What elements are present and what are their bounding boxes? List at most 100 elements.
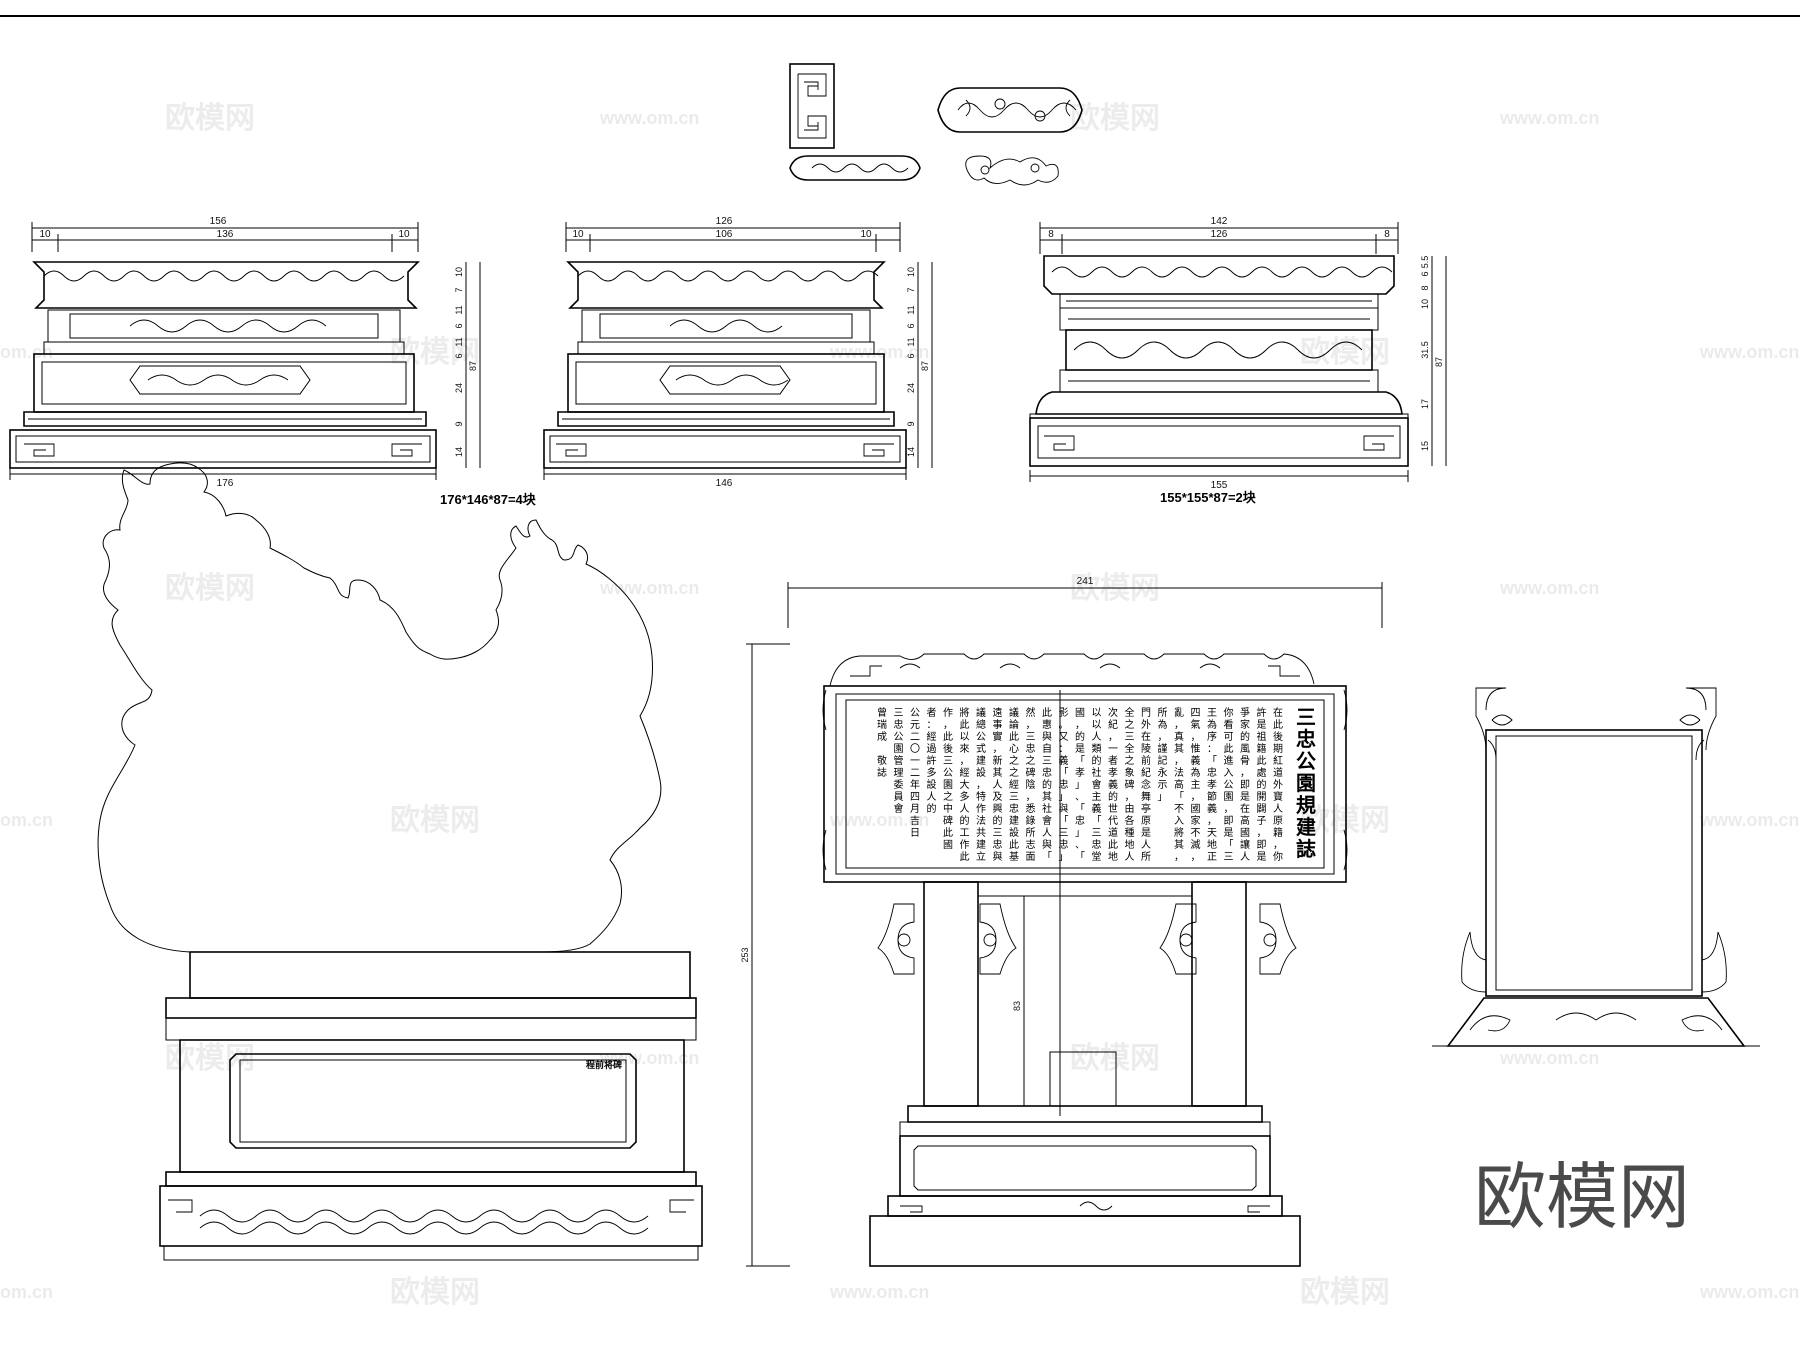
side-view-drawing [1432, 687, 1760, 1047]
bracket-icon [877, 903, 1297, 975]
dims-right-labels: 5.5 6 8 10 31.5 17 15 87 [1420, 256, 1444, 451]
base-right-drawing: 142 8 126 8 155 5.5 6 8 10 31.5 17 15 [1029, 216, 1447, 505]
dim-sign-height: 253 [740, 947, 750, 962]
dim-bottom: 146 [716, 478, 733, 489]
dim-right-6: 24 [454, 383, 464, 393]
dim-top-margin-right: 8 [1384, 229, 1390, 240]
sign-title-char: 公 [1296, 749, 1316, 773]
dims-right-labels: 10 7 11 6 11 6 24 9 14 87 [454, 267, 478, 457]
signboard-drawing: 241 253 三 忠 公 園 規 建 誌 在此後期紅道外寶人原籍，你許是祖籍此… [740, 576, 1383, 1267]
dim-top-margin-right: 10 [398, 229, 410, 240]
dim-right-2: 11 [906, 305, 916, 314]
dim-top-total: 156 [210, 216, 227, 227]
dim-right-1: 6 [1420, 271, 1430, 276]
sign-title-char: 忠 [1296, 727, 1316, 751]
dim-right-6: 15 [1420, 441, 1430, 451]
watermark-text: 欧模网 [1300, 1275, 1390, 1310]
signboard-title: 三 忠 公 園 規 建 誌 [1296, 705, 1316, 861]
inscription-column: 此惠與自三忠的其社會人與「 [1042, 706, 1052, 863]
inscription-column: 議論此心之之經三忠建設此基 [1009, 706, 1019, 863]
watermark-text: 欧模网 [165, 1041, 255, 1076]
dim-right-4: 31.5 [1420, 341, 1430, 359]
base-quantity-caption: 155*155*87=2块 [1160, 490, 1257, 505]
inscription-column: 許是祖籍此處的開闢子，即是 [1257, 706, 1267, 863]
fret-motif-icon [789, 63, 835, 149]
dim-top-inner: 106 [716, 229, 733, 240]
monument-plate-label: 程前将碑 [586, 1059, 622, 1071]
sign-title-char: 規 [1296, 793, 1316, 817]
watermark-text: 欧模网 [165, 101, 255, 136]
dim-right-7: 9 [454, 421, 464, 426]
watermark-url: www.om.cn [1499, 108, 1599, 128]
dim-right-0: 10 [906, 267, 916, 277]
sign-title-char: 三 [1296, 705, 1316, 729]
dim-top-margin-left: 8 [1048, 229, 1054, 240]
inscription-column: 將此以來，經大多人的工作此 [960, 706, 970, 863]
dims-right-labels: 10 7 11 6 11 6 24 9 14 87 [906, 267, 930, 457]
watermark-url: www.om.cn [1499, 1048, 1599, 1068]
dim-bottom: 176 [217, 478, 234, 489]
watermark-url: www.om.cn [599, 108, 699, 128]
dim-right-1: 7 [454, 287, 464, 292]
watermark-text: 欧模网 [1070, 1041, 1160, 1076]
inscription-column: 影。又：義「忠」與「三忠」 [1059, 707, 1069, 863]
dim-right-5: 17 [1420, 399, 1430, 409]
watermark-url: om.cn [0, 1282, 53, 1302]
inscription-column: 所為，謹記永示」 [1158, 707, 1168, 803]
dim-bottom: 155 [1211, 480, 1228, 491]
watermark-url: om.cn [0, 810, 53, 830]
watermark-text: 欧模网 [1070, 101, 1160, 136]
watermark-url: www.om.cn [1699, 810, 1799, 830]
inscription-column: 然，三忠之碑陰，悉錄所志面 [1026, 706, 1036, 863]
watermark-url: www.om.cn [829, 342, 929, 362]
cloud-scroll-icon [965, 155, 1059, 186]
dim-right-8: 14 [906, 447, 916, 457]
small-cartouche-icon [789, 155, 921, 181]
inscription-column: 國，的是「孝」、「忠」、「 [1075, 707, 1085, 863]
inscription-column: 三忠公園管理委員會 [894, 708, 904, 815]
signboard-inscription: 在此後期紅道外寶人原籍，你許是祖籍此處的開闢子，即是爭家的風骨，即是在高國讓人你… [877, 706, 1283, 863]
watermark-text: 欧模网 [165, 571, 255, 606]
inscription-column: 王為序：「忠孝節義，天地正 [1207, 708, 1217, 863]
inscription-column: 全之三全之象碑，由各種地人 [1125, 706, 1135, 863]
watermark-text: 欧模网 [1300, 335, 1390, 370]
inscription-column: 你看可此進入公園，即是「三 [1224, 706, 1234, 863]
dim-post: 83 [1012, 1001, 1022, 1011]
scroll-cartouche-icon [937, 87, 1083, 133]
dim-right-3: 6 [454, 323, 464, 328]
dim-right-4: 11 [906, 337, 916, 346]
dim-right-2: 8 [1420, 285, 1430, 290]
watermark-url: www.om.cn [1699, 1282, 1799, 1302]
dim-top-margin-left: 10 [39, 229, 51, 240]
watermark-url: www.om.cn [599, 1048, 699, 1068]
dim-right-total: 87 [1434, 357, 1444, 367]
ornament-samples [789, 63, 1083, 186]
inscription-column: 亂，真其，法高「不入將其， [1174, 707, 1184, 863]
dim-sign-width: 241 [1077, 576, 1094, 587]
dim-top-total: 126 [716, 216, 733, 227]
watermark-url: www.om.cn [1499, 578, 1599, 598]
brand-logo: 欧模网 [1474, 1155, 1690, 1239]
watermark-url: om.cn [0, 342, 53, 362]
inscription-column: 公元二〇一二年四月吉日 [910, 708, 920, 839]
dim-right-1: 7 [906, 287, 916, 292]
dim-right-total: 87 [920, 361, 930, 371]
dim-right-5: 6 [454, 353, 464, 358]
watermark-url: www.om.cn [599, 578, 699, 598]
inscription-column: 門外在陵前紀念舞亭原是人所 [1141, 707, 1151, 863]
dim-right-6: 24 [906, 383, 916, 393]
inscription-column: 以以人類的社會主義「三忠堂 [1092, 708, 1102, 863]
dim-right-7: 9 [906, 421, 916, 426]
dim-right-total: 87 [468, 361, 478, 371]
inscription-column: 曾瑞成 敬誌 [877, 706, 887, 779]
monument-drawing: 程前将碑 [97, 462, 703, 1261]
dim-top-margin-right: 10 [860, 229, 872, 240]
dim-right-2: 11 [454, 305, 464, 314]
inscription-column: 作，此後三公園之中碑此國 [943, 707, 953, 851]
dim-right-4: 11 [454, 337, 464, 346]
inscription-column: 爭家的風骨，即是在高國讓人 [1240, 706, 1250, 863]
watermark-url: www.om.cn [1699, 342, 1799, 362]
dim-top-inner: 136 [217, 229, 234, 240]
sign-title-char: 建 [1296, 815, 1316, 839]
